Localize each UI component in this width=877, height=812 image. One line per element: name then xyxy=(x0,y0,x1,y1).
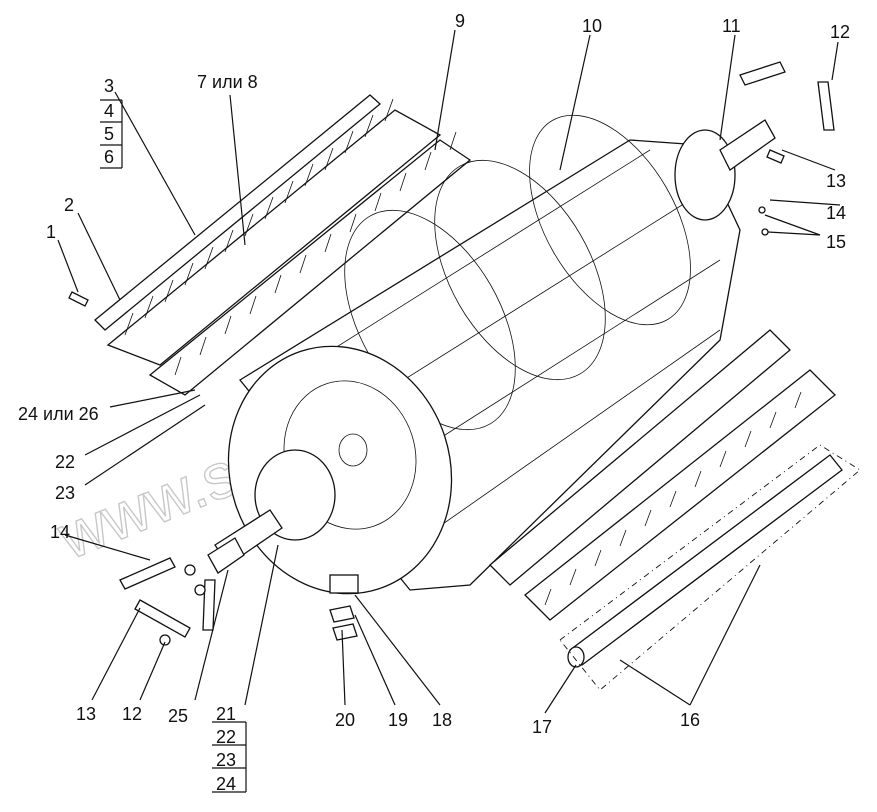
leader-lines xyxy=(57,29,841,793)
label-3: 3 xyxy=(104,76,114,96)
label-13-bottom: 13 xyxy=(76,704,96,724)
bolt-head-b xyxy=(194,584,206,596)
label-4: 4 xyxy=(104,101,114,121)
label-24: 24 xyxy=(216,774,236,794)
label-16: 16 xyxy=(680,710,700,730)
label-1: 1 xyxy=(46,222,56,242)
drum-body xyxy=(207,114,776,641)
rasp-bar-7-8-teeth xyxy=(174,131,457,376)
label-18: 18 xyxy=(432,710,452,730)
callout-labels: 1 2 3 4 5 6 7 или 8 9 10 11 12 13 14 15 … xyxy=(18,11,850,794)
drum-bar-d xyxy=(419,329,721,541)
label-12-top: 12 xyxy=(830,22,850,42)
plate-14-bottom xyxy=(119,557,176,590)
label-25: 25 xyxy=(168,706,188,726)
label-10: 10 xyxy=(582,16,602,36)
bolt-13-top xyxy=(766,149,785,164)
bolt-head-a xyxy=(184,564,196,576)
label-6: 6 xyxy=(104,147,114,167)
rear-shaft xyxy=(719,119,776,171)
plate-12-top xyxy=(817,81,835,131)
plate-19 xyxy=(329,605,355,623)
lower-rasp-bar xyxy=(489,329,791,586)
right-lower-bar-assembly xyxy=(489,329,861,691)
rod-17-end xyxy=(567,646,585,668)
label-22-left: 22 xyxy=(55,452,75,472)
serrated-rasp-bar xyxy=(106,109,442,366)
shaft-sleeve-25 xyxy=(207,537,245,574)
label-14-bottom: 14 xyxy=(50,522,70,542)
label-2: 2 xyxy=(64,195,74,215)
rasp-bar-7-8 xyxy=(148,139,472,396)
lower-bar-teeth xyxy=(544,391,802,606)
label-11: 11 xyxy=(722,16,741,36)
plate-11 xyxy=(739,61,786,86)
front-disc-hub xyxy=(338,433,368,467)
label-21: 21 xyxy=(216,704,236,724)
label-19: 19 xyxy=(388,710,408,730)
hardware-bottom-left xyxy=(119,557,216,646)
label-13-top: 13 xyxy=(826,171,846,191)
label-15: 15 xyxy=(826,232,846,252)
plate-20 xyxy=(332,623,358,641)
bolt-head-c xyxy=(159,634,171,646)
label-20: 20 xyxy=(335,710,355,730)
inner-disc-2 xyxy=(434,159,606,381)
inner-disc-3 xyxy=(529,114,691,326)
label-12-bottom: 12 xyxy=(122,704,142,724)
rasp-bar-strip xyxy=(94,94,381,331)
nut-15a xyxy=(758,206,766,214)
lower-serrated-bar xyxy=(524,369,836,621)
hardware-top-right xyxy=(739,61,835,236)
label-9: 9 xyxy=(455,11,465,31)
left-rasp-bar-assembly xyxy=(68,94,472,396)
drum-bar-a xyxy=(299,149,651,371)
label-23-left: 23 xyxy=(55,483,75,503)
label-7-or-8: 7 или 8 xyxy=(197,72,258,92)
label-14-top: 14 xyxy=(826,203,846,223)
drum-bar-c xyxy=(389,259,721,471)
label-17: 17 xyxy=(532,717,552,737)
nut-15b xyxy=(761,228,769,236)
rasp-bar-teeth xyxy=(124,98,394,336)
plate-13-bottom xyxy=(134,599,191,638)
label-23-bottom: 23 xyxy=(216,750,236,770)
label-5: 5 xyxy=(104,124,114,144)
rear-flange xyxy=(674,129,736,221)
label-22-bottom: 22 xyxy=(216,727,236,747)
label-24-or-26: 24 или 26 xyxy=(18,404,99,424)
bolt-1 xyxy=(68,291,89,307)
bottom-bracket-18 xyxy=(329,574,359,594)
